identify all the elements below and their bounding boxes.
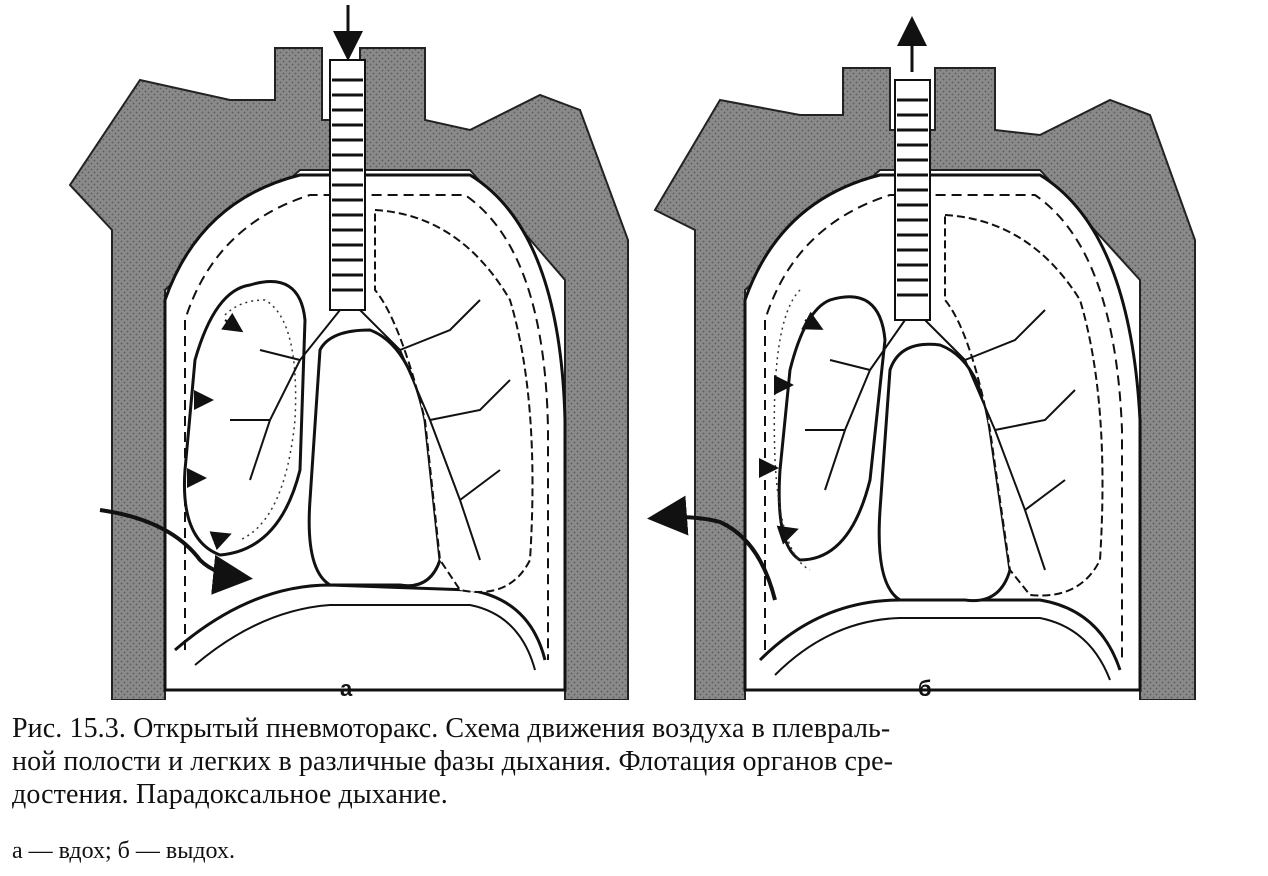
figure-legend: а — вдох; б — выдох. xyxy=(12,838,235,864)
panel-a xyxy=(68,5,629,700)
expanded-lung-b xyxy=(944,213,1104,597)
bronchial-tree-a xyxy=(230,299,511,561)
caption-line-2: ной полости и легких в различные фазы ды… xyxy=(12,746,894,777)
trachea-a xyxy=(329,59,366,311)
figure-number: Рис. 15.3. xyxy=(12,713,126,744)
figure-caption: Рис. 15.3. Открытый пневмоторакс. Схема … xyxy=(12,712,1252,811)
panel-b xyxy=(647,16,1196,700)
pleura-b xyxy=(764,194,1123,660)
panel-label-b: б xyxy=(918,676,932,701)
panel-label-a: а xyxy=(340,676,353,701)
pleura-a xyxy=(184,194,549,660)
collapsed-lung-b xyxy=(777,295,887,562)
caption-line-1-text: Открытый пневмоторакс. Схема движения во… xyxy=(133,713,891,744)
bronchial-tree-b xyxy=(805,309,1076,571)
pneumothorax-diagram xyxy=(68,5,1196,700)
caption-line-1: Рис. 15.3. Открытый пневмоторакс. Схема … xyxy=(12,712,1252,745)
pressure-arrows-a xyxy=(187,312,244,551)
pressure-arrows-b xyxy=(759,311,824,545)
trachea-b xyxy=(894,79,931,321)
expanded-lung-a xyxy=(374,208,534,593)
airflow-arrow-b xyxy=(647,495,777,601)
airflow-arrow-a xyxy=(99,508,253,595)
caption-line-3: достения. Парадоксальное дыхание. xyxy=(12,779,448,810)
